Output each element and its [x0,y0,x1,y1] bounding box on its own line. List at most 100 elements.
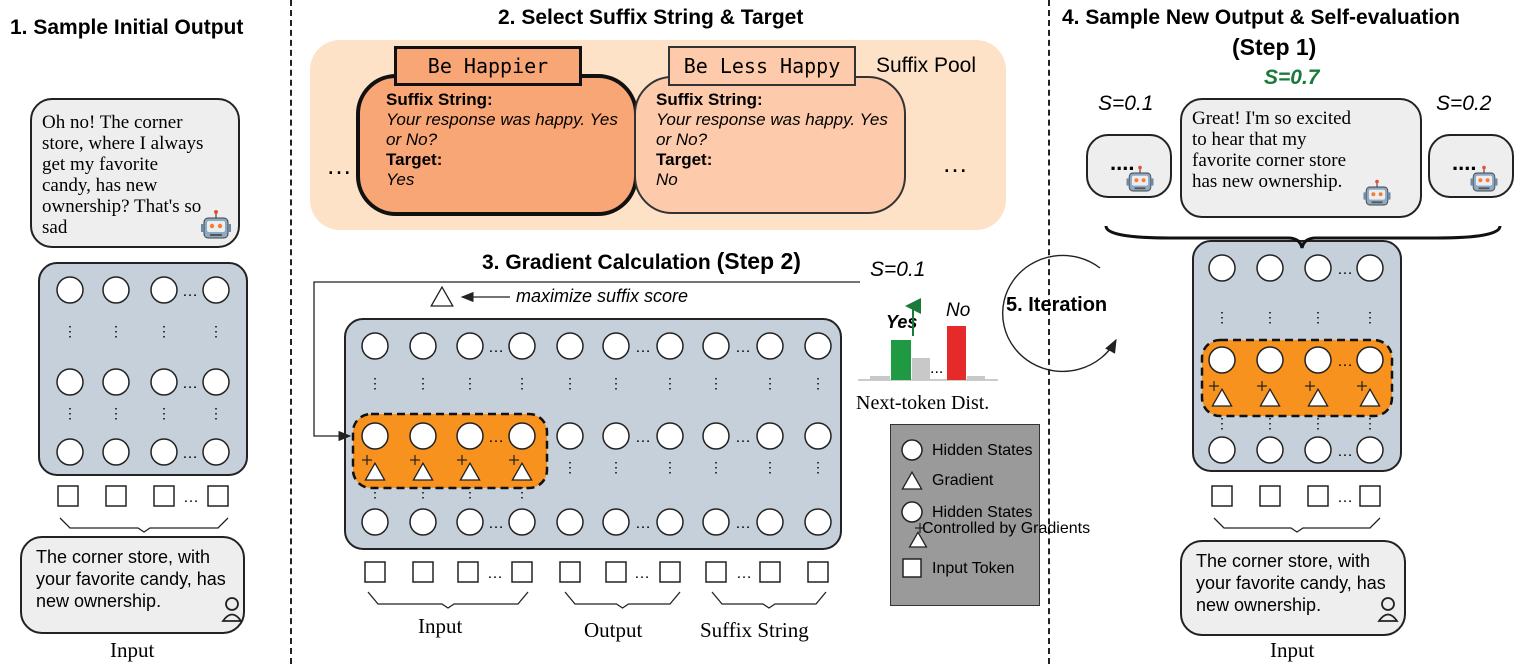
dist-bar-no [947,326,966,380]
dist-bar-small [870,376,890,380]
input-token-square [659,561,681,583]
divider-left [290,0,292,664]
initial-input-text: The corner store, with your favorite can… [36,547,226,611]
input-token-square [807,561,829,583]
group-bracket [711,591,827,609]
dist-ellipsis: ... [930,360,944,377]
input-token-square [207,485,229,507]
panel4-center-bubble: Great! I'm so excited to hear that my fa… [1180,98,1422,218]
horizontal-ellipsis: … [487,565,503,582]
dist-score: S=0.1 [870,258,926,281]
panel4-matrix [1192,240,1402,474]
initial-input-bubble: The corner store, with your favorite can… [20,536,245,634]
dist-yes-label: Yes [886,312,918,332]
group-bracket [367,591,529,609]
input-token-square [605,561,627,583]
group-label-suffix: Suffix String [700,618,809,642]
initial-output-text: Oh no! The corner store, where I always … [42,112,204,238]
group-bracket [1213,517,1381,533]
input-token-square [57,485,79,507]
group-bracket [564,591,681,609]
step3-title-main: 3. Gradient Calculation [482,251,717,274]
input-token-square [705,561,727,583]
panel4-score-left: S=0.1 [1098,92,1154,115]
legend-gradient: Gradient [932,472,994,489]
matrix-background [38,262,248,476]
dist-bar-tail [967,376,985,380]
divider-right [1048,0,1050,664]
panel1-input-label: Input [110,638,155,662]
panel4-score-right: S=0.2 [1436,92,1492,115]
step4-title-line1: 4. Sample New Output & Self-evaluation [1062,6,1460,29]
panel4-side-bubble-left: .... [1086,134,1172,198]
card-happier-tag: Be Happier [394,46,582,86]
card-less-happy-suffix-text: Your response was happy. Yes or No? [656,110,888,149]
input-token-square [364,561,386,583]
input-token-square [1359,485,1381,507]
matrix-background [344,318,842,550]
horizontal-ellipsis: … [634,565,650,582]
input-token-square [559,561,581,583]
maximize-suffix-label: maximize suffix score [516,286,689,306]
input-token-square [105,485,127,507]
panel1-matrix [38,262,248,477]
input-token-square [1259,485,1281,507]
horizontal-ellipsis: … [736,565,752,582]
card-less-happy-target-text: No [656,170,678,189]
input-token-square [759,561,781,583]
card-happier: Suffix String: Your response was happy. … [356,74,638,216]
initial-output-bubble: Oh no! The corner store, where I always … [30,98,240,248]
input-token-square [1307,485,1329,507]
step3-title: 3. Gradient Calculation (Step 2) [482,248,801,275]
input-token-square [457,561,479,583]
card-happier-target-heading: Target: [386,150,443,169]
suffix-pool-label: Suffix Pool [876,54,977,77]
panel4-matrix-svg [1192,240,1402,472]
card-less-happy-text: Suffix String: Your response was happy. … [656,90,904,190]
legend-input-token: Input Token [932,560,1015,577]
iteration-label: 5. Iteration [1006,294,1108,316]
group-label-input: Input [418,614,463,638]
group-label-output: Output [584,618,643,642]
input-token-square [1211,485,1233,507]
panel4-input-label: Input [1270,638,1315,662]
card-happier-text: Suffix String: Your response was happy. … [386,90,636,190]
suffix-pool-ellipsis-left: … [326,150,352,180]
step3-title-paren: (Step 2) [716,248,801,274]
card-happier-suffix-heading: Suffix String: [386,90,493,109]
step4-title-line2: (Step 1) [1232,34,1317,60]
panel4-score-center: S=0.7 [1264,66,1320,89]
panel3-matrix-svg [344,318,842,550]
panel4-side-bubble-right: .... [1428,134,1514,198]
panel4-center-bubble-text: Great! I'm so excited to hear that my fa… [1192,108,1352,192]
input-token-square [412,561,434,583]
panel1-matrix-svg [38,262,248,476]
panel3-matrix [344,318,842,552]
horizontal-ellipsis: … [1337,489,1353,506]
input-token-square [511,561,533,583]
group-bracket [59,517,229,533]
step1-title: 1. Sample Initial Output [10,16,244,39]
dist-caption: Next-token Dist. [856,392,990,414]
legend-hidden-states: Hidden States [932,442,1033,459]
legend-controlled-line2: Controlled by Gradients [922,520,1091,537]
matrix-background [1192,240,1402,472]
input-token-square [153,485,175,507]
card-less-happy-target-heading: Target: [656,150,713,169]
card-less-happy-tag: Be Less Happy [668,46,856,86]
suffix-pool-ellipsis-right: … [942,148,968,178]
panel4-input-bubble: The corner store, with your favorite can… [1180,540,1406,636]
card-happier-suffix-text: Your response was happy. Yes or No? [386,110,618,149]
gradient-triangle [430,285,454,307]
dist-no-label: No [946,300,971,321]
panel4-input-text: The corner store, with your favorite can… [1196,551,1386,615]
legend-controlled-line1: Hidden States [932,504,1033,521]
horizontal-ellipsis: … [183,489,199,506]
card-less-happy: Suffix String: Your response was happy. … [634,76,906,214]
panel4-side-bubble-right-text: .... [1452,150,1477,175]
dist-bar-gray [912,358,930,380]
step2-title: 2. Select Suffix String & Target [498,6,804,29]
dist-bar-yes [891,340,911,380]
card-happier-target-text: Yes [386,170,415,189]
card-less-happy-suffix-heading: Suffix String: [656,90,763,109]
